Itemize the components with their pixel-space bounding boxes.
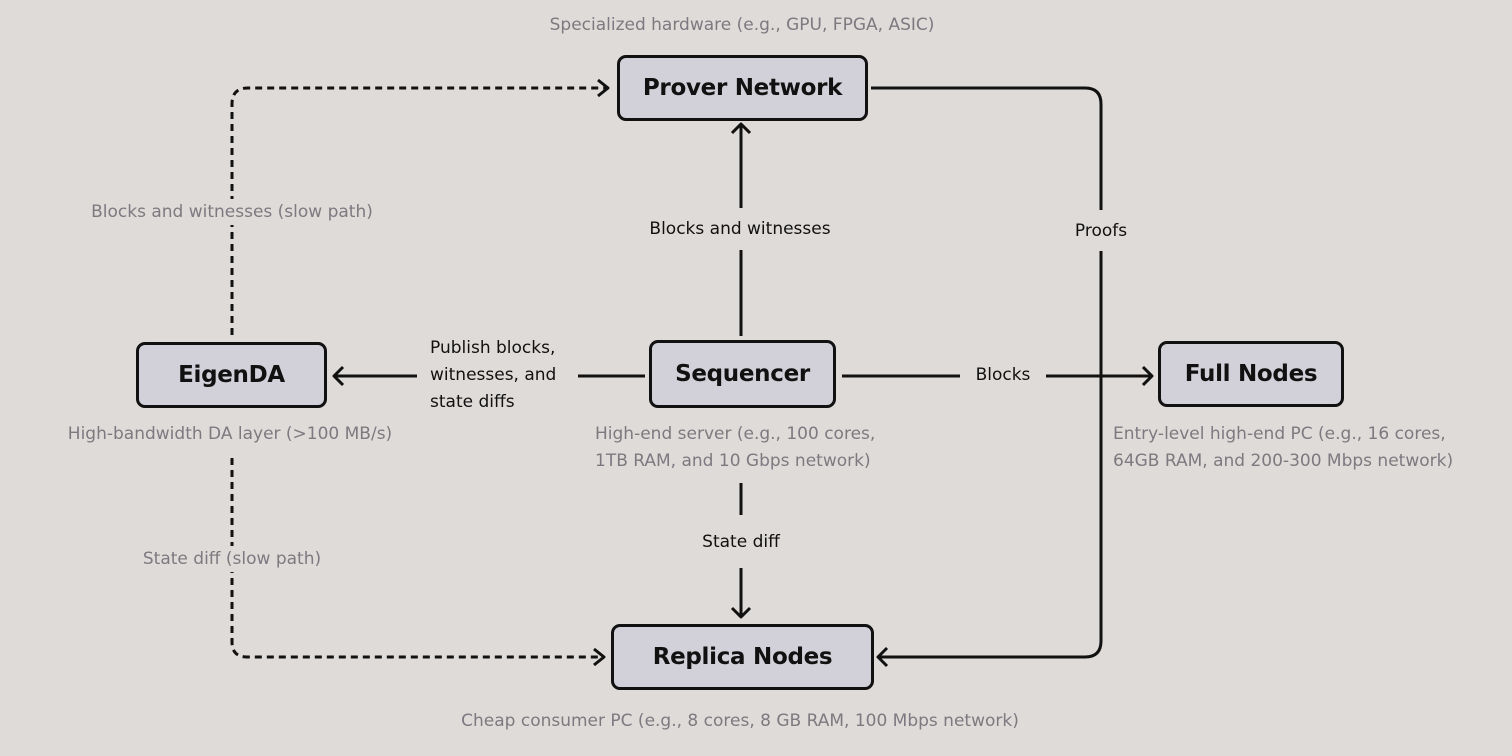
edge-label-seq-to-prover: Blocks and witnesses (620, 217, 860, 242)
node-sequencer-label: Sequencer (675, 361, 810, 387)
edge-label-seq-to-eigenda-line-3: state diffs (430, 390, 515, 415)
edge-label-eigenda-to-replica: State diff (slow path) (100, 546, 364, 572)
arrowhead-replica-left (593, 647, 606, 667)
node-full-nodes-label: Full Nodes (1184, 361, 1318, 387)
edge-label-seq-to-eigenda-line-1: Publish blocks, (430, 336, 556, 361)
edge-eigenda-to-replica (230, 458, 602, 659)
edge-eigenda-to-prover (230, 86, 606, 335)
arrowhead-eigenda-right (332, 365, 345, 387)
edge-label-seq-to-replica: State diff (661, 530, 821, 555)
arrowhead-replica-top (730, 606, 752, 619)
node-eigenda: EigenDA (136, 342, 327, 408)
arrowhead-prover-left (597, 78, 610, 98)
edge-prover-to-replica-upper (871, 86, 1103, 210)
node-full-nodes: Full Nodes (1158, 341, 1344, 407)
caption-prover-network: Specialized hardware (e.g., GPU, FPGA, A… (549, 15, 935, 35)
node-eigenda-label: EigenDA (178, 362, 285, 388)
caption-full-nodes-line-1: Entry-level high-end PC (e.g., 16 cores, (1113, 424, 1446, 444)
edge-label-seq-to-full: Blocks (962, 363, 1044, 388)
node-sequencer: Sequencer (649, 340, 836, 408)
caption-sequencer-line-1: High-end server (e.g., 100 cores, (595, 424, 876, 444)
caption-sequencer-line-2: 1TB RAM, and 10 Gbps network) (595, 451, 871, 471)
arrowhead-replica-right (876, 646, 889, 668)
arrowhead-full-left (1141, 365, 1154, 387)
arrowhead-prover-bottom (730, 122, 752, 135)
node-replica-nodes: Replica Nodes (611, 624, 874, 690)
edge-prover-to-replica-lower (878, 251, 1103, 659)
edge-label-eigenda-to-prover: Blocks and witnesses (slow path) (52, 199, 412, 225)
edge-label-seq-to-eigenda-line-2: witnesses, and (430, 363, 557, 388)
node-prover-network-label: Prover Network (642, 75, 843, 101)
edge-label-prover-to-replica: Proofs (1051, 219, 1151, 244)
node-replica-nodes-label: Replica Nodes (652, 644, 833, 670)
caption-eigenda: High-bandwidth DA layer (>100 MB/s) (67, 424, 393, 444)
node-prover-network: Prover Network (617, 55, 868, 121)
caption-replica-nodes: Cheap consumer PC (e.g., 8 cores, 8 GB R… (461, 711, 1019, 731)
caption-full-nodes-line-2: 64GB RAM, and 200-300 Mbps network) (1113, 451, 1454, 471)
